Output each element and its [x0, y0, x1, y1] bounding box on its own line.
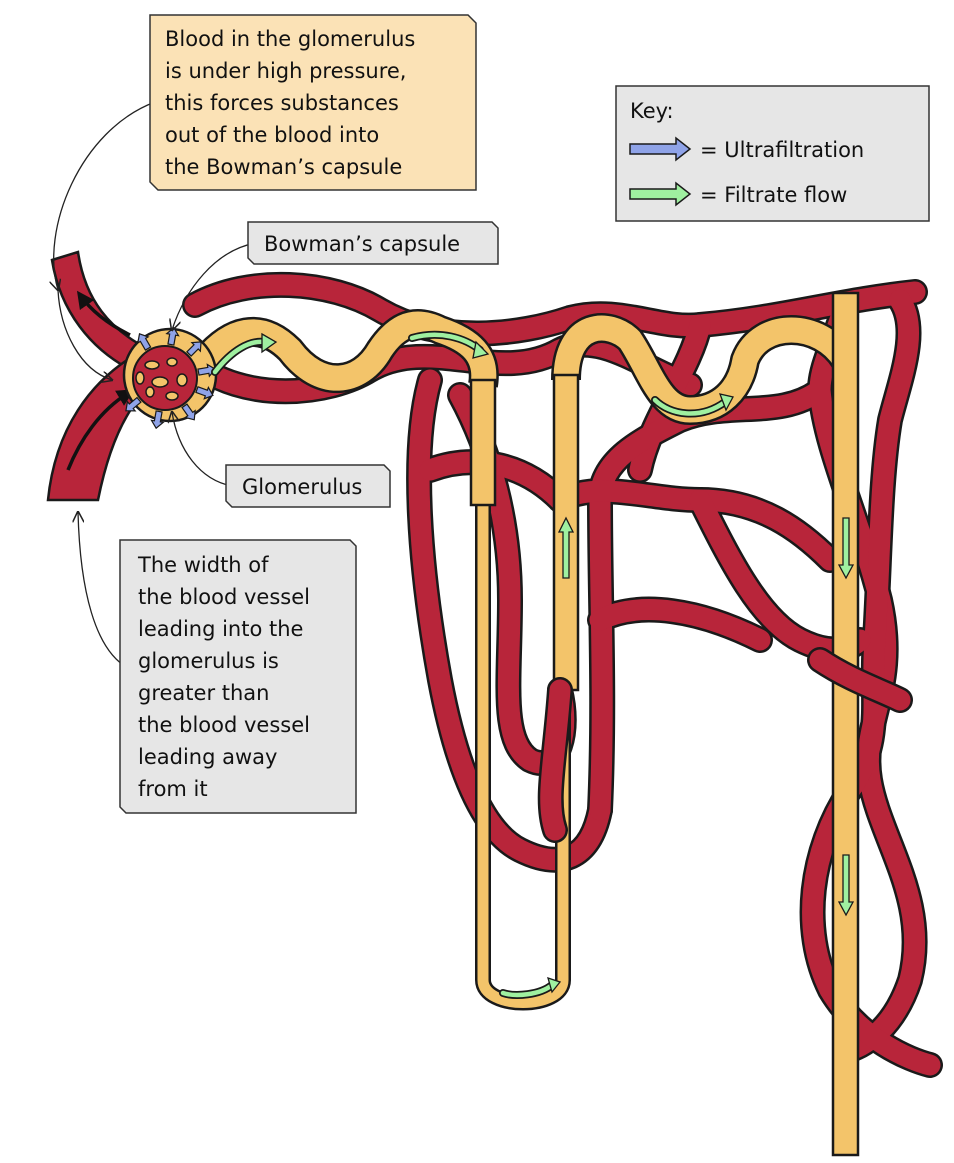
- collecting-duct: [831, 291, 860, 1157]
- ultrafiltration-arrow-icon: [629, 136, 692, 162]
- pressure-callout-line: is under high pressure,: [165, 59, 406, 83]
- glomerulus: [132, 345, 198, 411]
- width-callout-line: glomerulus is: [138, 649, 279, 673]
- width-callout-line: the blood vessel: [138, 585, 310, 609]
- width-callout-line: the blood vessel: [138, 713, 310, 737]
- pressure-callout-line: out of the blood into: [165, 123, 379, 147]
- blood-in-arrow-icon: [66, 389, 135, 471]
- nephron-tubule: [193, 291, 860, 1157]
- width-callout-line: The width of: [137, 553, 269, 577]
- bowmans-capsule-label: Bowman’s capsule: [264, 232, 460, 256]
- key-item-label: = Ultrafiltration: [700, 138, 864, 162]
- glomerulus-callout: Glomerulus: [225, 464, 391, 508]
- key-item-label: = Filtrate flow: [700, 183, 847, 207]
- width-callout-line: leading into the: [138, 617, 303, 641]
- pressure-callout-line: the Bowman’s capsule: [165, 155, 402, 179]
- key-title: Key:: [630, 99, 674, 123]
- width-callout-line: from it: [138, 777, 208, 801]
- filtrate-vertical-arrows: [557, 516, 855, 917]
- ultrafiltration-arrows: [125, 326, 217, 430]
- pressure-callout-line: this forces substances: [165, 91, 399, 115]
- width-callout: The width of the blood vessel leading in…: [119, 539, 357, 814]
- bowmans-capsule-callout: Bowman’s capsule: [247, 221, 499, 265]
- pressure-callout: Blood in the glomerulus is under high pr…: [149, 14, 477, 191]
- pressure-callout-line: Blood in the glomerulus: [165, 27, 415, 51]
- filtrate-flow-arrows: [211, 330, 734, 999]
- filtrate-arrow-icon: [629, 181, 692, 207]
- glomerulus-label: Glomerulus: [242, 475, 362, 499]
- blood-out-arrow-icon: [76, 290, 131, 337]
- key-box: Key: = Ultrafiltration = Filtrate flow: [615, 85, 930, 222]
- width-callout-line: leading away: [138, 745, 277, 769]
- width-callout-line: greater than: [138, 681, 269, 705]
